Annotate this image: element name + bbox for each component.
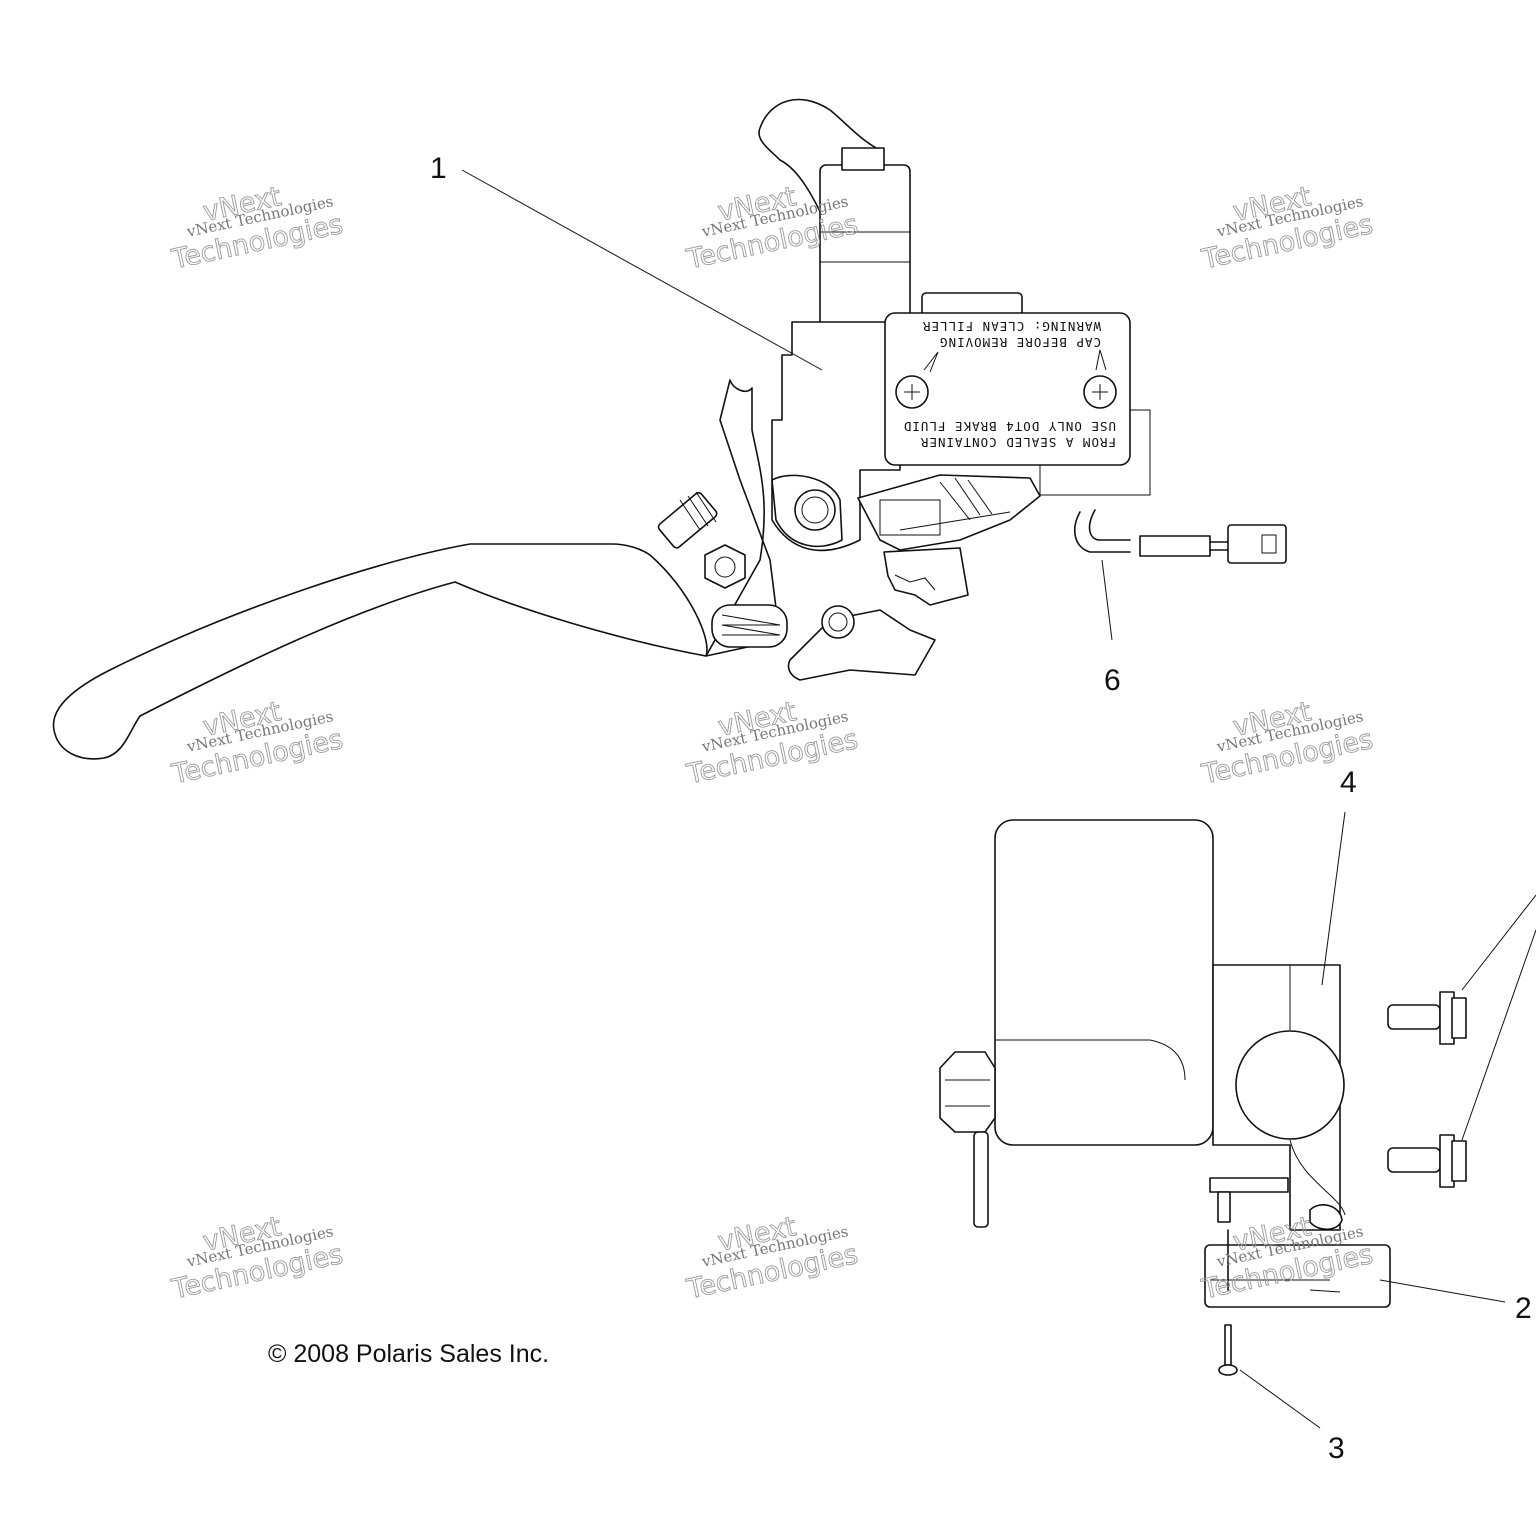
clamp-bolt-lower: [1387, 1134, 1467, 1188]
leader-3: [1239, 1369, 1321, 1429]
callout-4: 4: [1340, 766, 1357, 799]
mounting-screw: [1218, 1229, 1238, 1376]
lever-pivot-body: [705, 379, 781, 657]
leader-6: [1101, 559, 1113, 641]
watermark: vNext vNext Technologies Technologies: [168, 696, 346, 791]
leader-4: [1321, 811, 1346, 986]
reservoir-cover-plate: [884, 312, 1131, 466]
hex-nut: [704, 544, 746, 589]
push-rod: [973, 1131, 989, 1228]
leader-1: [461, 169, 823, 371]
pivot-bolt-head: [794, 489, 836, 531]
watermark: vNext vNext Technologies Technologies: [683, 181, 861, 276]
leader-5a: [1461, 894, 1536, 991]
handlebar-bore: [1235, 1030, 1345, 1140]
callout-3: 3: [1328, 1432, 1345, 1465]
watermark: vNext vNext Technologies Technologies: [1198, 181, 1376, 276]
switch-housing: [857, 474, 1041, 551]
callout-6: 6: [1104, 664, 1121, 697]
callout-2: 2: [1515, 1292, 1532, 1325]
master-cylinder-lever-assembly: FROM A SEALED CONTAINER USE ONLY DOT4 BR…: [52, 98, 1287, 760]
label-line-3: CAP BEFORE REMOVING: [939, 335, 1101, 350]
watermark: vNext vNext Technologies Technologies: [683, 696, 861, 791]
reservoir-cap-top: [921, 292, 1023, 316]
watermark-grid: vNext vNext Technologies Technologies vN…: [168, 181, 1376, 1306]
return-spring: [711, 604, 788, 648]
side-bolt-head: [939, 1051, 996, 1133]
leader-5b: [1461, 929, 1536, 1141]
cylinder-cap-nut: [841, 147, 885, 171]
reservoir-warning-label: FROM A SEALED CONTAINER USE ONLY DOT4 BR…: [903, 319, 1116, 450]
label-line-1: FROM A SEALED CONTAINER: [920, 435, 1116, 450]
label-line-2: USE ONLY DOT4 BRAKE FLUID: [903, 419, 1116, 434]
pivot-pin-assembly: [787, 605, 936, 681]
watermark: vNext vNext Technologies Technologies: [683, 1211, 861, 1306]
switch-harness: [1074, 509, 1287, 564]
callout-1: 1: [430, 152, 447, 185]
harness-connector: [1227, 524, 1287, 564]
master-cylinder-side-view: [939, 819, 1467, 1376]
clamp-bolt-upper: [1387, 991, 1467, 1045]
watermark: vNext vNext Technologies Technologies: [168, 1211, 346, 1306]
leader-lines: [461, 169, 1536, 1429]
brake-lever: [52, 543, 708, 760]
reservoir-body: [994, 819, 1214, 1146]
switch-bracket: [883, 547, 969, 606]
adjuster-screw: [657, 491, 718, 549]
switch-plate: [1204, 1244, 1391, 1308]
leader-2: [1379, 1279, 1506, 1303]
label-line-4: WARNING: CLEAN FILLER: [922, 319, 1101, 334]
lower-bracket: [1209, 1177, 1289, 1193]
copyright-notice: © 2008 Polaris Sales Inc.: [268, 1340, 550, 1368]
watermark: vNext vNext Technologies Technologies: [168, 181, 346, 276]
